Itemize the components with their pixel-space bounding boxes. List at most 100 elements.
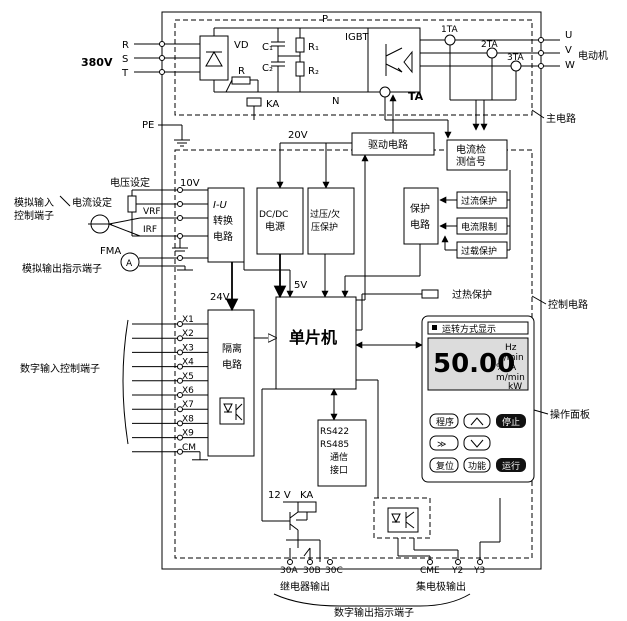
protect-label-1: 保护 <box>410 202 430 215</box>
ct3-label: 3TA <box>507 53 525 63</box>
v10-label: 10V <box>180 178 200 189</box>
digital-input-x1: X1 <box>132 315 208 327</box>
analog-input-group-2: 控制端子 <box>14 209 54 222</box>
ka-main-label: KA <box>266 99 279 110</box>
drive-circuit-label: 驱动电路 <box>368 138 408 151</box>
p-label: P <box>322 14 328 25</box>
shift-button-label: ≫ <box>437 440 446 450</box>
collector-opto <box>356 379 431 539</box>
v24-label: 24V <box>210 292 230 303</box>
digital-input-x4: X4 <box>132 358 208 370</box>
panel-unit-rmin: r/min <box>500 353 524 363</box>
current-set-label: 电流设定 <box>72 196 112 209</box>
digital-input-x7: X7 <box>132 400 208 413</box>
digital-input-label-x3: X3 <box>182 343 194 353</box>
panel-unit-pct: % <box>496 363 505 373</box>
reset-button-label: 复位 <box>436 460 454 472</box>
v12-label: 12 V <box>268 490 291 501</box>
v5-label: 5V <box>294 280 307 291</box>
dcdc-label-1: DC/DC <box>259 210 288 220</box>
ovp-label-2: 压保护 <box>311 221 338 233</box>
supply-terminals: R S T 380V <box>81 40 200 79</box>
digital-input-label-x4: X4 <box>182 358 194 368</box>
mcu-label: 单片机 <box>289 328 337 347</box>
down-arrow-icon <box>470 439 484 448</box>
current-detect-block: 电流检 测信号 <box>446 139 508 171</box>
digital-input-label-x9: X9 <box>182 429 194 439</box>
meter-icon <box>120 252 140 272</box>
run-button[interactable] <box>496 458 526 472</box>
dcdc-label-2: 电源 <box>265 220 285 233</box>
protection-circuit: 保护 电路 <box>403 187 439 245</box>
charging-resistor: R KA <box>225 66 279 120</box>
current-detect-label-2: 测信号 <box>456 155 486 168</box>
igbt-bridge: IGBT <box>345 27 421 93</box>
protection-inputs: 过流保护 电流限制 过载保护 <box>439 170 511 259</box>
panel-unit-a: A <box>510 363 517 373</box>
iu-label-1: I-U <box>213 200 228 211</box>
digital-input-label: 数字输入控制端子 <box>20 362 100 375</box>
isolation-circuit: 隔离 电路 <box>207 309 255 457</box>
phase-r-label: R <box>122 40 129 51</box>
phase-t-label: T <box>121 68 129 79</box>
rs422-label: RS422 <box>320 427 349 437</box>
main-circuit-frame <box>174 19 533 116</box>
pe-label: PE <box>142 120 154 131</box>
down-button[interactable] <box>463 435 491 451</box>
reset-button[interactable] <box>429 457 459 473</box>
digital-input-x8: X8 <box>132 414 208 427</box>
digital-input-label-x2: X2 <box>182 329 194 339</box>
stop-button-label: 停止 <box>502 416 520 428</box>
isolation-label-1: 隔离 <box>222 342 242 355</box>
program-button-label: 程序 <box>436 416 454 428</box>
analog-output-label: 模拟输出指示端子 <box>22 262 102 275</box>
digital-input-label-cm: CM <box>182 443 196 453</box>
mcu-block: 单片机 <box>275 296 357 390</box>
outer-frame <box>161 11 542 570</box>
panel-status-label: 运转方式显示 <box>442 323 496 335</box>
ct2-label: 2TA <box>481 40 499 50</box>
function-button[interactable] <box>463 457 491 473</box>
motor-label: 电动机 <box>578 49 608 62</box>
v20-label: 20V <box>288 130 308 141</box>
igbt-label: IGBT <box>345 32 370 43</box>
up-arrow-icon <box>470 417 484 426</box>
digital-input-x3: X3 <box>132 343 208 356</box>
digital-input-x2: X2 <box>132 329 208 342</box>
motor-outputs: U V W 电动机 <box>420 30 608 71</box>
analog-input-group-1: 模拟输入 <box>14 196 54 209</box>
terminal-30c: 30C <box>325 566 343 576</box>
over-current-label: 过流保护 <box>461 195 497 207</box>
shift-button[interactable] <box>429 435 459 451</box>
terminal-y2: Y2 <box>451 566 463 576</box>
relay-driver: 12 V KA <box>261 388 317 540</box>
relay-output-label: 继电器输出 <box>280 580 330 593</box>
current-detect-label-1: 电流检 <box>456 143 486 156</box>
overvoltage-protection: 过压/欠 压保护 <box>307 187 355 255</box>
digital-input-label-x1: X1 <box>182 315 194 325</box>
digital-output-label: 数字输出指示端子 <box>334 606 414 619</box>
terminal-30a: 30A <box>280 566 298 576</box>
overheat-label: 过热保护 <box>452 288 492 301</box>
up-button[interactable] <box>463 413 491 429</box>
ka-coil-label: KA <box>300 490 313 501</box>
r-label: R <box>238 66 245 77</box>
c1-label: C₁ <box>262 42 273 53</box>
dc-link-capacitors: C₁ C₂ R₁ R₂ P N <box>262 14 339 107</box>
ovp-label-1: 过压/欠 <box>310 208 340 220</box>
panel-display-value: 50.00 <box>433 349 515 379</box>
drive-circuit: 驱动电路 <box>351 94 435 156</box>
digital-input-label-x7: X7 <box>182 400 194 410</box>
r1-label: R₁ <box>308 42 319 53</box>
program-button[interactable] <box>429 413 459 429</box>
digital-input-label-x6: X6 <box>182 386 194 396</box>
digital-input-x6: X6 <box>132 386 208 398</box>
stop-button[interactable] <box>496 414 526 428</box>
vd-label: VD <box>234 40 249 51</box>
rs485-label: RS485 <box>320 440 349 450</box>
ct1-label: 1TA <box>441 25 459 35</box>
phase-v-label: V <box>565 45 572 56</box>
output-terminals: 30A 30B 30C CME Y2 Y3 继电器输出 集电极输出 数字输出指示… <box>273 498 501 619</box>
